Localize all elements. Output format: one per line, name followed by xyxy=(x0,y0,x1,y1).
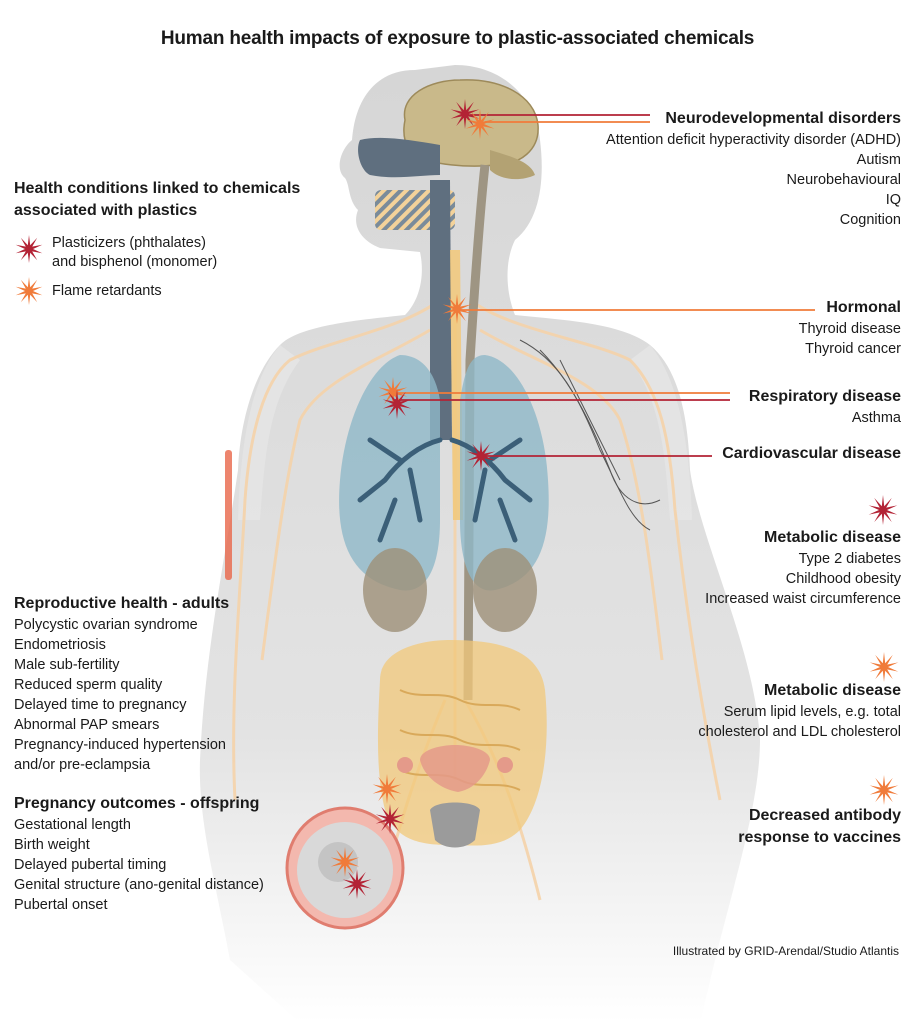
uterus xyxy=(420,745,490,792)
star-glyph xyxy=(15,235,43,263)
metabolic2-item: Serum lipid levels, e.g. total xyxy=(723,704,901,720)
repro-item: Reduced sperm quality xyxy=(14,677,163,693)
legend-title-line2: associated with plastics xyxy=(14,202,198,219)
metabolic1-item: Increased waist circumference xyxy=(705,591,901,607)
metabolic1-item: Childhood obesity xyxy=(785,571,901,587)
flame-star-icon xyxy=(869,652,899,682)
repro-title: Reproductive health - adults xyxy=(14,595,230,612)
flame-star-icon xyxy=(442,294,472,324)
credit-text: Illustrated by GRID-Arendal/Studio Atlan… xyxy=(672,944,899,958)
page-title: Human health impacts of exposure to plas… xyxy=(160,28,755,49)
hormonal-group: Hormonal Thyroid disease Thyroid cancer xyxy=(799,297,901,359)
flame-star-icon xyxy=(15,277,43,305)
trachea xyxy=(430,180,452,440)
repro-item: Male sub-fertility xyxy=(14,657,120,673)
repro-item: Endometriosis xyxy=(14,637,106,653)
legend: Health conditions linked to chemicals as… xyxy=(14,178,334,305)
metabolic1-title: Metabolic disease xyxy=(764,529,901,546)
flame-star-icon xyxy=(378,377,408,407)
legend-title-line1: Health conditions linked to chemicals xyxy=(14,180,301,197)
legend-plasticizers-line2: and bisphenol (monomer) xyxy=(52,254,218,270)
flame-star-icon xyxy=(372,774,402,804)
respiratory-title: Respiratory disease xyxy=(748,388,901,405)
flame-star-icon xyxy=(465,109,495,139)
legend-plasticizers-line1: Plasticizers (phthalates) xyxy=(52,235,206,251)
neuro-item: Autism xyxy=(856,152,901,168)
repro-item: Delayed time to pregnancy xyxy=(14,697,187,713)
metabolic2-group: Metabolic disease Serum lipid levels, e.… xyxy=(698,680,901,742)
metabolic2-title: Metabolic disease xyxy=(764,682,901,699)
metabolic1-item: Type 2 diabetes xyxy=(798,551,901,567)
neuro-item: Attention deficit hyperactivity disorder… xyxy=(606,132,901,148)
antibody-group: Decreased antibody response to vaccines xyxy=(738,805,901,849)
pregnancy-item: Delayed pubertal timing xyxy=(14,857,167,873)
neuro-group: Neurodevelopmental disorders Attention d… xyxy=(606,108,901,230)
repro-item: and/or pre-eclampsia xyxy=(14,757,151,773)
neuro-item: Cognition xyxy=(839,212,901,228)
respiratory-item: Asthma xyxy=(851,410,901,426)
hormonal-item: Thyroid disease xyxy=(798,321,901,337)
flame-star-icon xyxy=(330,847,360,877)
pregnancy-item: Gestational length xyxy=(14,817,131,833)
cardio-group: Cardiovascular disease xyxy=(722,443,901,465)
legend-plasticizers: Plasticizers (phthalates) and bisphenol … xyxy=(14,234,334,272)
legend-flame-label: Flame retardants xyxy=(52,283,162,299)
hormonal-item: Thyroid cancer xyxy=(805,341,901,357)
plasticizer-star-icon xyxy=(375,804,405,834)
pregnancy-title: Pregnancy outcomes - offspring xyxy=(14,795,260,812)
pregnancy-item: Pubertal onset xyxy=(14,897,108,913)
repro-item: Pregnancy-induced hypertension xyxy=(14,737,226,753)
pregnancy-item: Birth weight xyxy=(14,837,90,853)
plasticizer-star-icon xyxy=(868,495,898,525)
repro-item: Polycystic ovarian syndrome xyxy=(14,617,198,633)
hormonal-title: Hormonal xyxy=(826,299,901,316)
star-glyph xyxy=(15,277,43,305)
intestines xyxy=(377,640,547,846)
neuro-item: Neurobehavioural xyxy=(786,172,901,188)
plasticizer-star-icon xyxy=(15,235,43,263)
right-lung xyxy=(460,355,549,591)
neuro-title: Neurodevelopmental disorders xyxy=(665,110,901,127)
repro-group: Reproductive health - adults Polycystic … xyxy=(14,593,229,775)
repro-item: Abnormal PAP smears xyxy=(14,717,160,733)
cardio-title: Cardiovascular disease xyxy=(722,445,901,462)
respiratory-group: Respiratory disease Asthma xyxy=(749,386,901,428)
legend-flame: Flame retardants xyxy=(14,277,334,305)
antibody-title-line2: response to vaccines xyxy=(738,829,901,846)
neuro-item: IQ xyxy=(885,192,901,208)
plasticizer-star-icon xyxy=(342,869,372,899)
spinal-cord xyxy=(463,164,490,701)
flame-star-icon xyxy=(869,775,899,805)
antibody-title-line1: Decreased antibody xyxy=(748,807,901,824)
plasticizer-star-icon xyxy=(382,389,412,419)
plasticizer-star-icon xyxy=(450,99,480,129)
plasticizer-star-icon xyxy=(466,441,496,471)
metabolic1-group: Metabolic disease Type 2 diabetes Childh… xyxy=(705,527,901,609)
pregnancy-item: Genital structure (ano-genital distance) xyxy=(14,877,264,893)
metabolic2-item: cholesterol and LDL cholesterol xyxy=(698,724,901,740)
pregnancy-group: Pregnancy outcomes - offspring Gestation… xyxy=(14,793,264,915)
